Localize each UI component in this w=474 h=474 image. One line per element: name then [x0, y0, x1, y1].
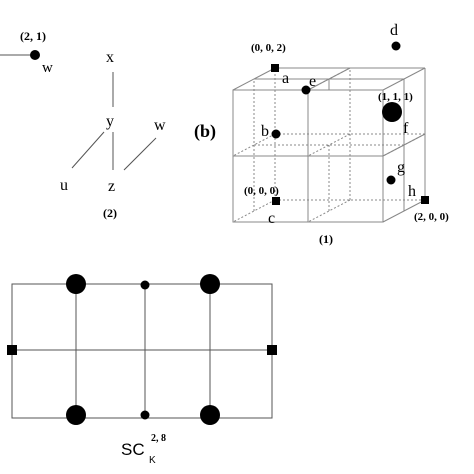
- sc-node-bottom-left: [66, 405, 86, 425]
- sc-node-bottom-middle: [140, 410, 150, 420]
- point-w-node: [30, 50, 40, 60]
- point-f-large: [382, 102, 402, 122]
- vertex-z-label: z: [108, 178, 115, 195]
- vertex-w-label: w: [154, 117, 166, 134]
- label-d: d: [390, 22, 398, 39]
- sc-node-bottom-right: [200, 405, 220, 425]
- label-b: b: [261, 123, 269, 140]
- sc-label-sub: K: [149, 455, 156, 466]
- coord-0-0-2: (0, 0, 2): [251, 42, 286, 54]
- point-e: [301, 85, 311, 95]
- panel-b-tag: (b): [194, 121, 216, 142]
- coord-0-0-0: (0, 0, 0): [244, 185, 279, 197]
- label-a: a: [282, 70, 289, 87]
- edge-y-u: [71, 131, 105, 169]
- sc-node-left-square: [7, 345, 17, 355]
- point-w-label: w: [42, 60, 53, 76]
- sc-node-right-square: [267, 345, 277, 355]
- sc-node-top-right: [200, 274, 220, 294]
- label-f: f: [403, 120, 409, 137]
- vertex-c-square: [272, 197, 280, 205]
- sc-label-sup: 2, 8: [151, 433, 166, 444]
- sc-outer-rect: [11, 283, 273, 419]
- coord-1-1-1: (1, 1, 1): [378, 91, 413, 103]
- sc-node-top-left: [66, 274, 86, 294]
- panel-sc: SC K 2, 8: [7, 274, 277, 466]
- vertex-x-label: x: [106, 49, 114, 66]
- caption-1: (1): [319, 232, 333, 246]
- vertex-a-square: [271, 64, 279, 72]
- coord-2-0-0: (2, 0, 0): [414, 211, 449, 223]
- point-d: [391, 41, 401, 51]
- panel-2: (2, 1) w x y w u z (2): [0, 29, 166, 220]
- point-g: [386, 175, 396, 185]
- sc-label-main: SC: [121, 440, 145, 459]
- label-c: c: [268, 210, 275, 227]
- vertex-u-label: u: [60, 177, 68, 194]
- edge-w-z: [123, 137, 157, 171]
- panel-b: (b): [194, 22, 449, 246]
- vertex-y-label: y: [106, 113, 114, 130]
- label-g: g: [397, 159, 405, 176]
- label-e: e: [309, 73, 316, 90]
- sc-node-top-middle: [140, 280, 150, 290]
- cube-front-edges: [232, 67, 426, 223]
- coord-2-1: (2, 1): [20, 29, 46, 43]
- point-b: [271, 129, 281, 139]
- caption-2: (2): [103, 206, 117, 220]
- vertex-h-square: [421, 196, 429, 204]
- label-h: h: [408, 183, 416, 200]
